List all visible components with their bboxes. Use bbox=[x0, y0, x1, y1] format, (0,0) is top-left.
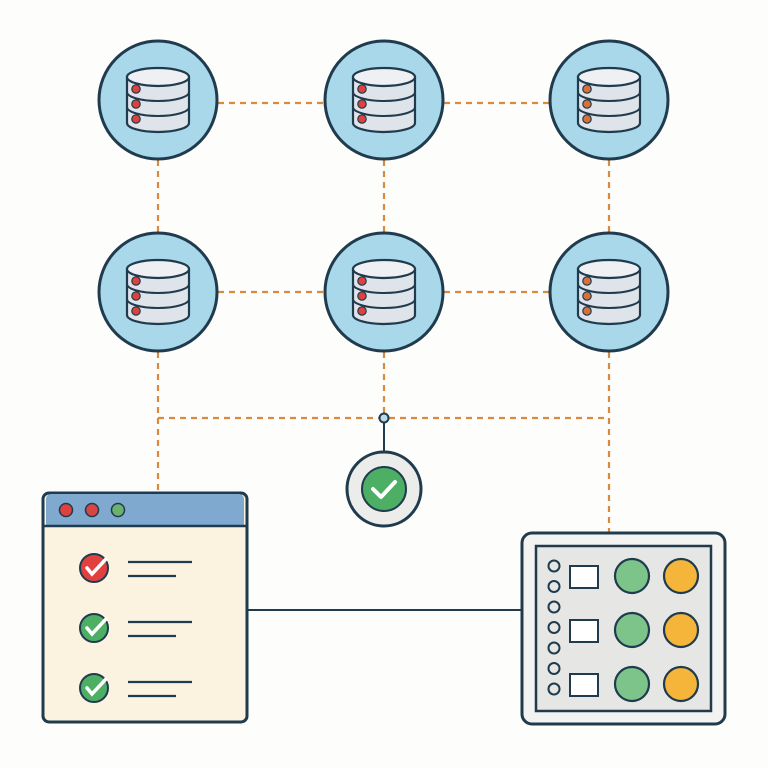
database-icon bbox=[351, 258, 417, 326]
db-top bbox=[576, 258, 642, 280]
status-light-icon bbox=[131, 291, 141, 301]
db-top bbox=[351, 258, 417, 280]
checklist-item bbox=[79, 673, 192, 703]
checklist-item bbox=[79, 553, 192, 583]
database-node-db-1 bbox=[97, 39, 219, 161]
db-ring bbox=[126, 91, 190, 102]
window-frame bbox=[41, 491, 249, 724]
database-icon bbox=[125, 258, 191, 326]
status-light-icon bbox=[582, 99, 592, 109]
db-ring bbox=[126, 298, 190, 309]
db-ring bbox=[577, 283, 641, 294]
error-check-icon bbox=[79, 553, 109, 583]
db-body bbox=[576, 75, 642, 134]
green-button[interactable] bbox=[613, 557, 651, 595]
db-body bbox=[125, 75, 191, 134]
amber-button[interactable] bbox=[662, 557, 700, 595]
database-node-db-3 bbox=[548, 39, 670, 161]
close-window-button-icon bbox=[58, 502, 74, 518]
checklist-item bbox=[79, 613, 192, 643]
amber-button[interactable] bbox=[662, 611, 700, 649]
database-icon bbox=[351, 66, 417, 134]
db-body bbox=[351, 75, 417, 134]
db-body bbox=[576, 267, 642, 326]
db-ring bbox=[352, 106, 416, 117]
status-light-icon bbox=[582, 291, 592, 301]
database-icon bbox=[125, 66, 191, 134]
success-check-icon bbox=[79, 673, 109, 703]
green-button[interactable] bbox=[613, 665, 651, 703]
checkmark-icon bbox=[371, 480, 397, 499]
db-ring bbox=[126, 283, 190, 294]
status-light-icon bbox=[357, 276, 367, 286]
db-ring bbox=[577, 91, 641, 102]
status-light-icon bbox=[131, 99, 141, 109]
status-light-icon bbox=[357, 84, 367, 94]
junction-dot bbox=[378, 412, 390, 424]
display-slot bbox=[569, 565, 599, 589]
status-light-icon bbox=[357, 114, 367, 124]
indicator-led-icon bbox=[547, 662, 561, 675]
checkmark-icon bbox=[85, 677, 108, 697]
indicator-led-icon bbox=[547, 641, 561, 655]
minimize-window-button-icon bbox=[84, 502, 100, 518]
indicator-led-icon bbox=[547, 621, 561, 634]
db-ring bbox=[352, 91, 416, 102]
checklist-window bbox=[41, 491, 249, 724]
status-light-icon bbox=[357, 306, 367, 316]
indicator-led-icon bbox=[547, 580, 561, 593]
db-top bbox=[125, 66, 191, 88]
db-body bbox=[351, 267, 417, 326]
db-ring bbox=[352, 298, 416, 309]
db-top bbox=[125, 258, 191, 280]
db-body bbox=[125, 267, 191, 326]
status-light-icon bbox=[357, 99, 367, 109]
check-circle-icon bbox=[361, 466, 407, 512]
database-node-db-2 bbox=[323, 39, 445, 161]
control-panel bbox=[520, 531, 727, 726]
health-check-badge bbox=[345, 450, 423, 528]
database-icon bbox=[576, 258, 642, 326]
db-top bbox=[351, 66, 417, 88]
status-light-icon bbox=[357, 291, 367, 301]
database-node-db-4 bbox=[97, 231, 219, 353]
db-ring bbox=[126, 106, 190, 117]
db-top bbox=[576, 66, 642, 88]
database-node-db-5 bbox=[323, 231, 445, 353]
status-light-icon bbox=[582, 306, 592, 316]
window-title-bar bbox=[46, 494, 244, 526]
database-node-db-6 bbox=[548, 231, 670, 353]
amber-button[interactable] bbox=[662, 665, 700, 703]
display-slot bbox=[569, 673, 599, 697]
indicator-led-icon bbox=[547, 559, 561, 573]
status-light-icon bbox=[131, 306, 141, 316]
indicator-led-icon bbox=[547, 600, 561, 614]
status-light-icon bbox=[131, 84, 141, 94]
db-ring bbox=[577, 298, 641, 309]
success-check-icon bbox=[79, 613, 109, 643]
status-light-icon bbox=[582, 276, 592, 286]
display-slot bbox=[569, 619, 599, 643]
checkmark-icon bbox=[85, 617, 108, 637]
checkmark-icon bbox=[85, 557, 108, 577]
database-icon bbox=[576, 66, 642, 134]
green-button[interactable] bbox=[613, 611, 651, 649]
db-ring bbox=[352, 283, 416, 294]
db-ring bbox=[577, 106, 641, 117]
status-light-icon bbox=[131, 276, 141, 286]
status-light-icon bbox=[582, 84, 592, 94]
status-light-icon bbox=[582, 114, 592, 124]
maximize-window-button-icon bbox=[110, 502, 126, 518]
indicator-led-icon bbox=[547, 682, 561, 696]
status-light-icon bbox=[131, 114, 141, 124]
